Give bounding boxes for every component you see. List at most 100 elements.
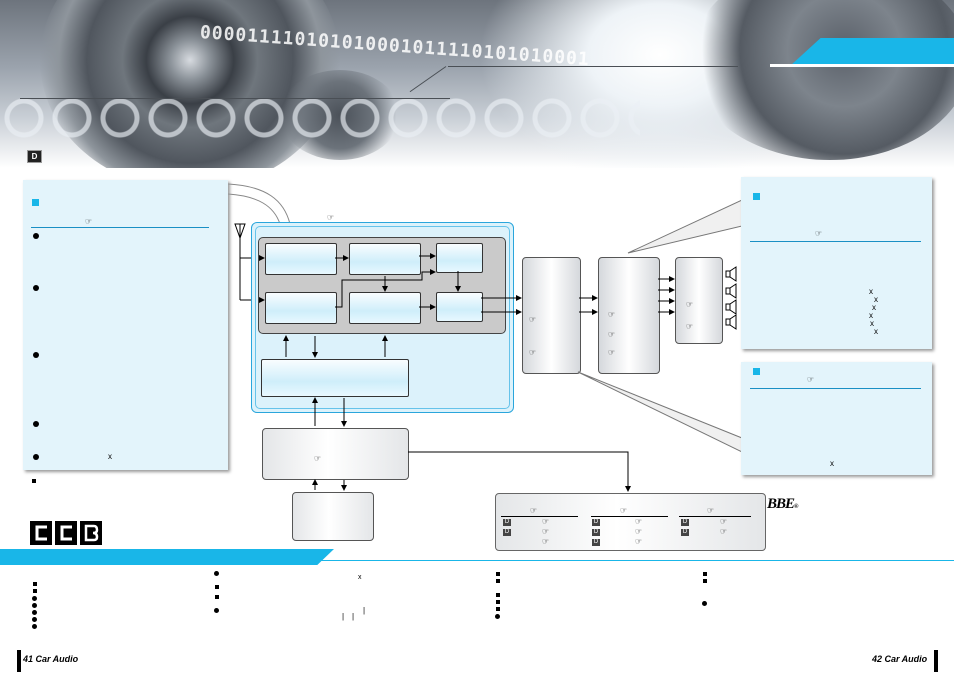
- pointer-icon: ☞: [686, 322, 694, 331]
- speaker-graphic: [690, 0, 954, 160]
- if-block: [349, 243, 421, 275]
- times-glyph: x: [108, 452, 112, 461]
- colon-glyph: |: [352, 612, 355, 621]
- header-rule: [20, 98, 450, 99]
- times-glyph: x: [872, 303, 876, 312]
- list-bullet: [33, 582, 37, 586]
- d-chip: D: [592, 519, 600, 526]
- ccb-logo: [30, 521, 104, 547]
- pointer-icon: ☞: [608, 348, 616, 357]
- list-bullet: [703, 572, 707, 576]
- pointer-icon: ☞: [327, 213, 335, 222]
- list-bullet: [33, 454, 39, 460]
- times-glyph: x: [869, 287, 873, 296]
- d-chip: D: [592, 529, 600, 536]
- section-badge: D: [27, 150, 42, 163]
- pointer-icon: ☞: [529, 348, 537, 357]
- section-bullet: [753, 193, 760, 200]
- ccb-logo-mark: [30, 521, 102, 545]
- list-bullet: [703, 579, 707, 583]
- pointer-icon: ☞: [85, 217, 93, 226]
- pointer-icon: ☞: [542, 517, 550, 526]
- panel-rule: [750, 388, 921, 389]
- page-number-left: 41 Car Audio: [23, 654, 79, 664]
- list-bullet: [496, 572, 500, 576]
- spec-rule: [679, 516, 751, 517]
- pointer-icon: ☞: [542, 527, 550, 536]
- feature-panel-left: ☞ x: [23, 180, 228, 470]
- spec-rule: [501, 516, 578, 517]
- times-glyph: x: [870, 319, 874, 328]
- bbe-logo-text: BBE: [767, 496, 795, 512]
- panel-rule: [31, 227, 209, 228]
- list-bullet: [214, 608, 219, 613]
- rf-block: [265, 243, 337, 275]
- header-banner: 000011110101010001011110101010001: [0, 0, 954, 168]
- header-rule: [448, 66, 738, 67]
- list-bullet: [496, 607, 500, 611]
- pointer-icon: ☞: [314, 454, 322, 463]
- bbe-logo: BBE®: [767, 496, 799, 513]
- pointer-icon: ☞: [608, 310, 616, 319]
- pointer-icon: ☞: [707, 506, 715, 515]
- list-bullet: [32, 617, 37, 622]
- pointer-icon: ☞: [529, 315, 537, 324]
- pointer-icon: ☞: [620, 506, 628, 515]
- feature-panel-right-top: ☞ x x x x x x: [741, 177, 932, 349]
- list-bullet: [32, 610, 37, 615]
- bbe-registered: ®: [794, 504, 799, 510]
- d-chip: D: [681, 519, 689, 526]
- section-bullet: [753, 368, 760, 375]
- processor-stage: ☞ ☞ ☞: [598, 257, 660, 374]
- list-bullet: [702, 601, 707, 606]
- pointer-icon: ☞: [530, 506, 538, 515]
- display-block: [292, 492, 374, 541]
- times-glyph: x: [874, 327, 878, 336]
- list-bullet: [496, 593, 500, 597]
- list-bullet: [33, 589, 37, 593]
- pointer-icon: ☞: [815, 229, 823, 238]
- colon-glyph: |: [342, 612, 345, 621]
- colon-glyph: |: [363, 606, 366, 615]
- list-bullet: [496, 579, 500, 583]
- list-bullet: [214, 571, 219, 576]
- note-bullet: [32, 479, 36, 483]
- list-bullet: [33, 352, 39, 358]
- d-chip: D: [681, 529, 689, 536]
- am-block: [265, 292, 337, 324]
- spec-rule: [591, 516, 668, 517]
- spec-table: ☞ ☞ ☞ D D D D D D D ☞ ☞ ☞ ☞ ☞ ☞ ☞ ☞: [495, 493, 766, 551]
- list-bullet: [33, 421, 39, 427]
- list-bullet: [33, 233, 39, 239]
- pointer-icon: ☞: [720, 527, 728, 536]
- pointer-icon: ☞: [686, 300, 694, 309]
- d-chip: D: [503, 519, 511, 526]
- tuner-module-inner: [255, 226, 510, 409]
- out-block: [436, 292, 483, 322]
- pointer-icon: ☞: [542, 537, 550, 546]
- control-block: [261, 359, 409, 397]
- section-bar: [0, 549, 334, 565]
- list-bullet: [215, 595, 219, 599]
- title-tab-underline: [770, 64, 954, 67]
- list-bullet: [32, 624, 37, 629]
- ring-pattern: [0, 96, 640, 140]
- list-bullet: [32, 603, 37, 608]
- amplifier-stage: ☞ ☞: [675, 257, 723, 344]
- eq-stage: ☞ ☞: [522, 257, 581, 374]
- times-glyph: x: [869, 311, 873, 320]
- pointer-icon: ☞: [635, 517, 643, 526]
- d-chip: D: [503, 529, 511, 536]
- times-glyph: x: [830, 459, 834, 468]
- list-bullet: [215, 585, 219, 589]
- list-bullet: [495, 614, 500, 619]
- speaker-icon: [725, 266, 737, 330]
- pointer-icon: ☞: [635, 537, 643, 546]
- list-bullet: [33, 285, 39, 291]
- page-marker: [17, 650, 21, 672]
- page-number-right: 42 Car Audio: [872, 654, 928, 664]
- list-bullet: [32, 596, 37, 601]
- pointer-icon: ☞: [807, 375, 815, 384]
- title-tab: [790, 38, 954, 66]
- section-bullet: [32, 199, 39, 206]
